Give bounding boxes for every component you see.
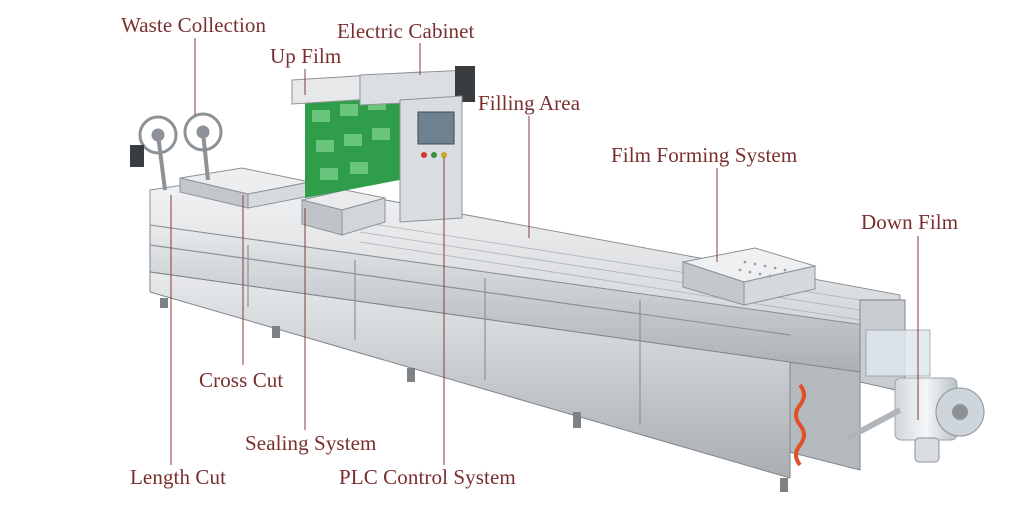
machine-feet <box>160 298 788 492</box>
label-waste-collection: Waste Collection <box>121 13 267 37</box>
upper-frame <box>291 66 475 106</box>
label-length-cut: Length Cut <box>130 465 227 489</box>
cross-cut-station <box>179 167 311 209</box>
air-hose <box>794 383 806 467</box>
label-sealing-system: Sealing System <box>245 431 377 455</box>
label-film-forming-system: Film Forming System <box>611 143 798 167</box>
panel-seams <box>149 244 791 425</box>
sealing-box <box>301 189 386 236</box>
label-plc-control-system: PLC Control System <box>339 465 516 489</box>
label-down-film: Down Film <box>861 210 959 234</box>
waste-collection-reels <box>130 112 223 191</box>
label-electric-cabinet: Electric Cabinet <box>337 19 475 43</box>
down-film-unit <box>846 299 985 463</box>
control-panel <box>399 95 463 223</box>
label-filling-area: Filling Area <box>478 91 581 115</box>
label-cross-cut: Cross Cut <box>199 368 284 392</box>
label-up-film: Up Film <box>270 44 342 68</box>
forming-hood <box>681 247 817 306</box>
leader-lines <box>170 38 919 465</box>
